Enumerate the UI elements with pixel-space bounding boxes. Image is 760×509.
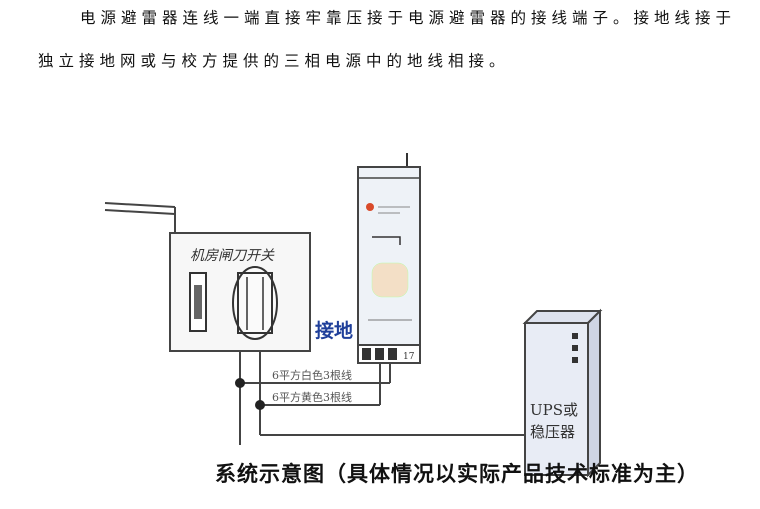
junction-dot	[235, 378, 245, 388]
device-label-patch	[371, 262, 409, 298]
paragraph-line-1: 电源避雷器连线一端直接牢靠压接于电源避雷器的接线端子。接地线接于	[80, 9, 737, 27]
incoming-cable	[104, 202, 176, 237]
system-diagram: 机房闸刀开关 17 接地	[104, 153, 603, 478]
diagram-caption: 系统示意图（具体情况以实际产品技术标准为主）	[215, 461, 699, 486]
ups-label-line1: UPS或	[530, 401, 578, 419]
wire-label-white: 6平方白色3根线	[272, 368, 352, 382]
wiring	[239, 351, 525, 445]
ground-label: 接地	[315, 319, 353, 342]
ups-label-line2: 稳压器	[530, 423, 575, 441]
switch-lever	[194, 285, 202, 319]
switch-label: 机房闸刀开关	[190, 248, 275, 264]
switch-panel: 机房闸刀开关	[169, 232, 311, 352]
breaker-dial	[232, 266, 278, 340]
wire-label-yellow: 6平方黄色3根线	[272, 390, 352, 404]
ups-cabinet: UPS或 稳压器	[522, 308, 603, 478]
indicator-icon	[366, 203, 374, 211]
surge-protector: 17	[357, 153, 421, 364]
terminal-label: 17	[403, 352, 415, 362]
junction-dot	[255, 400, 265, 410]
breaker-body	[237, 272, 273, 334]
paragraph-line-2: 独立接地网或与校方提供的三相电源中的地线相接。	[38, 52, 510, 70]
